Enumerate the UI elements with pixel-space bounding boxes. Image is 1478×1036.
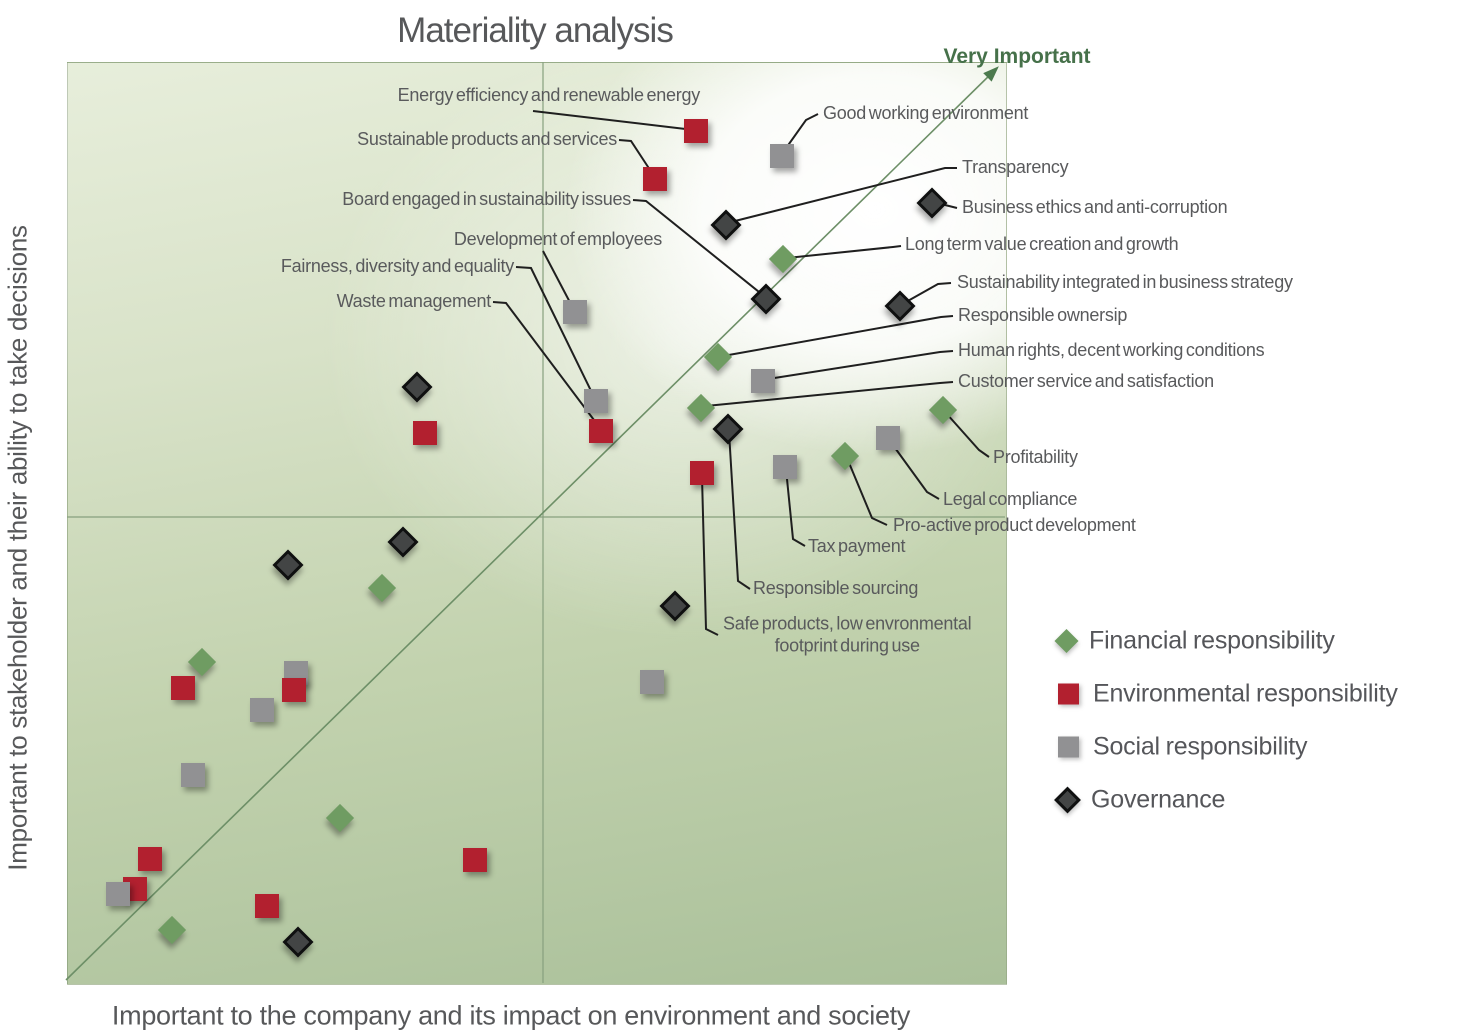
legend-label: Governance [1091, 785, 1226, 814]
data-point-environmental-marker [413, 421, 437, 445]
data-point-fairness-diversity-and-equality [584, 389, 608, 413]
point-label-energy-efficiency-and-renewable-energy: Energy efficiency and renewable energy [397, 85, 701, 106]
legend-item-governance: Governance [1054, 785, 1226, 815]
point-label-human-rights-decent-working-conditions: Human rights, decent working conditions [958, 340, 1265, 361]
data-point-environmental-marker [255, 894, 279, 918]
diamond-legend-marker-icon [1054, 786, 1081, 814]
legend-label: Environmental responsibility [1093, 679, 1398, 708]
point-label-long-term-value-creation-and-growth: Long term value creation and growth [905, 234, 1179, 255]
point-label-tax-payment: Tax payment [808, 536, 906, 557]
data-point-environmental-marker [171, 676, 195, 700]
point-label-fairness-diversity-and-equality: Fairness, diversity and equality [280, 256, 514, 277]
point-label-profitability: Profitability [993, 447, 1078, 468]
x-axis-label: Important to the company and its impact … [111, 1000, 911, 1031]
data-point-sustainable-products-and-services [643, 167, 667, 191]
page-title: Materiality analysis [397, 11, 674, 50]
legend-item-financial-responsibility: Financial responsibility [1054, 626, 1335, 656]
data-point-social-marker [250, 698, 274, 722]
point-label-responsible-ownersip: Responsible ownersip [958, 305, 1128, 326]
data-point-waste-management [589, 419, 613, 443]
data-point-social-marker [106, 882, 130, 906]
legend-label: Financial responsibility [1089, 626, 1335, 655]
point-label-good-working-environment: Good working environment [823, 103, 1029, 124]
point-label-pro-active-product-development: Pro-active product development [893, 515, 1136, 536]
point-label-board-engaged-in-sustainability-issues: Board engaged in sustainability issues [342, 189, 631, 210]
legend-item-environmental-responsibility: Environmental responsibility [1058, 680, 1398, 709]
legend-label: Social responsibility [1093, 732, 1308, 761]
data-point-energy-efficiency-and-renewable-energy [684, 119, 708, 143]
point-label-sustainable-products-and-services: Sustainable products and services [357, 129, 617, 150]
very-important-label: Very Important [943, 45, 1091, 68]
data-point-social-marker [181, 763, 205, 787]
diamond-legend-marker-icon [1054, 628, 1079, 654]
square-legend-marker-icon [1058, 683, 1079, 705]
point-label-safe-products-low-envronmental-footprint: Safe products, low envronmental footprin… [723, 613, 972, 655]
legend-item-social-responsibility: Social responsibility [1058, 732, 1308, 762]
data-point-environmental-marker [463, 848, 487, 872]
point-label-legal-compliance: Legal compliance [943, 489, 1078, 510]
data-point-tax-payment [773, 455, 797, 479]
point-label-transparency: Transparency [962, 157, 1069, 178]
data-point-environmental-marker [282, 678, 306, 702]
data-point-safe-products-low-envronmental-footprint [690, 461, 714, 485]
point-label-business-ethics-and-anti-corruption: Business ethics and anti-corruption [962, 197, 1228, 218]
point-label-sustainability-integrated-in-business-st: Sustainability integrated in business st… [957, 272, 1293, 293]
data-point-development-of-employees [563, 300, 587, 324]
data-point-good-working-environment [770, 144, 794, 168]
point-label-waste-management: Waste management [336, 291, 492, 312]
point-label-responsible-sourcing: Responsible sourcing [753, 578, 919, 599]
data-point-human-rights-decent-working-conditions [751, 369, 775, 393]
point-label-development-of-employees: Development of employees [453, 229, 662, 250]
data-point-legal-compliance [876, 426, 900, 450]
data-point-social-marker [640, 670, 664, 694]
square-legend-marker-icon [1058, 736, 1079, 758]
y-axis-label: Important to stakeholder and their abili… [2, 225, 33, 871]
point-label-customer-service-and-satisfaction: Customer service and satisfaction [958, 371, 1214, 392]
data-point-environmental-marker [138, 847, 162, 871]
